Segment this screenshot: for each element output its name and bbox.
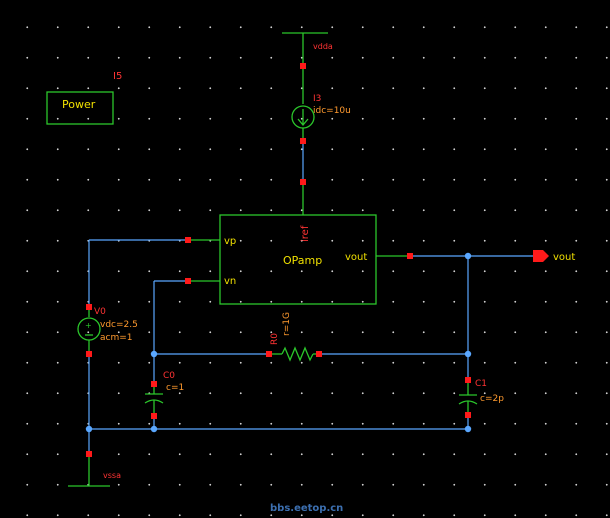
pin-marker[interactable] [300, 179, 306, 185]
c1-instance-label: C1 [475, 379, 487, 389]
arrow-down-icon [297, 118, 309, 127]
v0-instance-label: V0 [94, 307, 106, 317]
pin-marker[interactable] [300, 138, 306, 144]
junction-dot [464, 425, 472, 433]
junction-dot [150, 350, 158, 358]
pin-marker[interactable] [86, 451, 92, 457]
opamp-name: OPamp [283, 254, 322, 267]
v0-param-vdc: vdc=2.5 [100, 320, 138, 330]
watermark: bbs.eetop.cn [270, 503, 343, 514]
pin-marker[interactable] [316, 351, 322, 357]
pin-marker[interactable] [185, 237, 191, 243]
pin-marker[interactable] [185, 278, 191, 284]
c1-param-label: c=2p [480, 394, 504, 404]
pin-marker[interactable] [465, 377, 471, 383]
v0-plus-sign: + [85, 321, 92, 330]
resistor-icon[interactable] [281, 346, 314, 362]
r0-instance-label: R0 [270, 333, 280, 345]
pin-marker[interactable] [86, 351, 92, 357]
pin-marker[interactable] [151, 413, 157, 419]
c0-instance-label: C0 [163, 371, 175, 381]
junction-dot [150, 425, 158, 433]
opamp-block[interactable] [219, 214, 377, 305]
r0-param-label: r=1G [282, 312, 292, 336]
junction-dot [85, 425, 93, 433]
c0-param-label: c=1 [166, 383, 184, 393]
opamp-pin-vout: vout [345, 252, 367, 263]
junction-dot [464, 252, 472, 260]
pin-marker[interactable] [151, 381, 157, 387]
i3-instance-label: I3 [313, 94, 321, 104]
v0-param-acm: acm=1 [100, 333, 133, 343]
i3-param-label: idc=10u [313, 106, 351, 116]
opamp-pin-iref: iref [300, 225, 311, 242]
output-port-icon[interactable] [533, 250, 549, 262]
pin-marker[interactable] [465, 412, 471, 418]
power-box-label: Power [62, 98, 96, 111]
power-instance-label: I5 [113, 71, 122, 82]
junction-dot [464, 350, 472, 358]
vssa-label: vssa [103, 471, 121, 480]
vdda-label: vdda [313, 42, 333, 51]
pin-marker[interactable] [266, 351, 272, 357]
pin-marker[interactable] [407, 253, 413, 259]
power-box[interactable] [46, 91, 114, 125]
pin-marker[interactable] [86, 304, 92, 310]
opamp-pin-vn: vn [224, 276, 236, 287]
output-port-label: vout [553, 252, 575, 263]
opamp-pin-vp: vp [224, 236, 236, 247]
pin-marker[interactable] [300, 63, 306, 69]
